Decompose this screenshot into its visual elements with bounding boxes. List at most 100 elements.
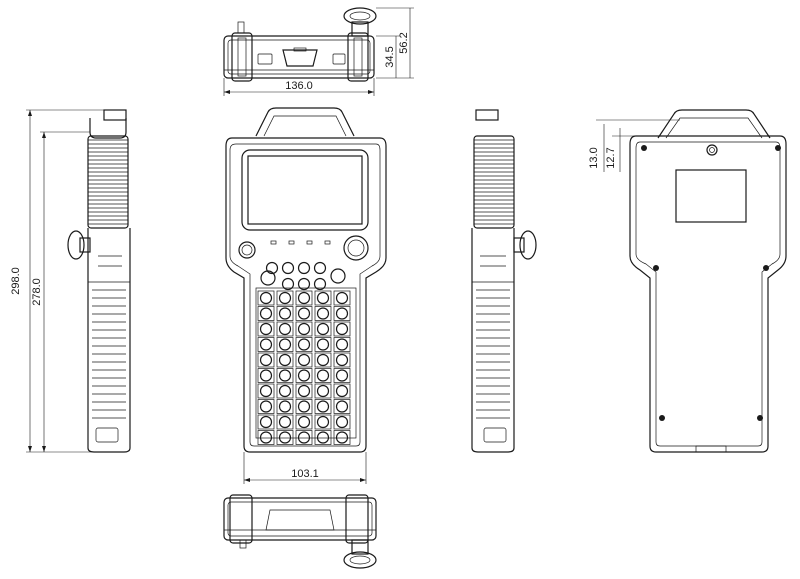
keypad-key-frame: [295, 337, 313, 352]
side-height-total-label: 298.0: [10, 267, 22, 295]
right-side-view: [471, 109, 537, 453]
keypad-key-frame: [295, 368, 313, 383]
keypad-key: [316, 431, 330, 444]
keypad-key: [335, 431, 349, 444]
keypad-key: [297, 431, 311, 444]
keypad-key: [297, 277, 311, 291]
keypad-key-frame: [314, 352, 332, 368]
front-width-label: 103.1: [291, 468, 319, 480]
keypad-key-frame: [295, 399, 313, 414]
keypad-key: [335, 322, 349, 336]
keypad-key-frame: [314, 321, 332, 337]
keypad-key: [278, 322, 292, 336]
side-height-body-label: 278.0: [31, 278, 43, 306]
keypad-key: [259, 431, 273, 444]
keypad-key: [316, 338, 330, 351]
keypad-key-frame: [314, 430, 332, 445]
left-side-view: [67, 109, 131, 453]
keypad-key: [265, 261, 279, 275]
keypad-key: [316, 415, 330, 429]
keypad-key-frame: [276, 321, 294, 337]
top-height-small-label: 34.5: [384, 46, 396, 67]
keypad-key: [259, 353, 273, 367]
keypad-key-frame: [333, 414, 351, 430]
back-view: [629, 109, 787, 453]
back-offset-outer-label: 13.0: [588, 147, 600, 168]
keypad-key: [335, 369, 349, 382]
keypad-key-frame: [276, 352, 294, 368]
keypad-key: [335, 384, 349, 398]
keypad-key: [335, 291, 349, 305]
keypad-key: [335, 415, 349, 429]
keypad-key-frame: [295, 414, 313, 430]
keypad-key-frame: [257, 352, 275, 368]
back-view-dimensions: 13.0 12.7: [588, 119, 680, 172]
keypad-key-frame: [333, 290, 351, 306]
keypad-key: [335, 307, 349, 320]
keypad-key: [281, 277, 295, 291]
led-row: [270, 240, 331, 245]
keypad-key: [297, 384, 311, 398]
keypad-key-frame: [257, 399, 275, 414]
keypad-key: [259, 322, 273, 336]
keypad-key-frame: [314, 399, 332, 414]
keypad-key: [297, 322, 311, 336]
keypad-key-frame: [295, 321, 313, 337]
keypad-key: [316, 400, 330, 413]
keypad-key: [313, 277, 327, 291]
keypad-key-frame: [295, 306, 313, 321]
keypad-key-frame: [314, 414, 332, 430]
keypad-key: [259, 369, 273, 382]
keypad-key-frame: [276, 306, 294, 321]
keypad-key: [316, 291, 330, 305]
keypad-key-frame: [295, 290, 313, 306]
left-view-dimensions: 298.0 278.0: [10, 109, 104, 453]
keypad-key-frame: [333, 337, 351, 352]
keypad-key: [259, 384, 273, 398]
keypad-key-frame: [314, 306, 332, 321]
keypad-key-frame: [276, 337, 294, 352]
back-offset-inner-label: 12.7: [605, 147, 617, 168]
keypad-key-frame: [333, 430, 351, 445]
keypad-key: [278, 307, 292, 320]
keypad-key-frame: [276, 414, 294, 430]
keypad-key-frame: [333, 399, 351, 414]
keypad-key-frame: [295, 430, 313, 445]
keypad-key-frame: [257, 368, 275, 383]
keypad-key: [278, 400, 292, 413]
top-width-label: 136.0: [285, 80, 313, 92]
keypad-key: [260, 270, 276, 286]
keypad-key: [297, 291, 311, 305]
keypad-key: [259, 307, 273, 320]
keypad-key: [335, 338, 349, 351]
keypad-key: [316, 307, 330, 320]
keypad-key: [259, 291, 273, 305]
keypad-key: [297, 353, 311, 367]
keypad-key-frame: [314, 290, 332, 306]
keypad-key-frame: [257, 306, 275, 321]
keypad-key-frame: [295, 383, 313, 399]
keypad-key: [297, 307, 311, 320]
keypad-key: [259, 400, 273, 413]
top-view: [223, 7, 377, 82]
keypad-key-frame: [333, 352, 351, 368]
keypad-key-frame: [276, 383, 294, 399]
front-view-dimensions: 103.1: [243, 452, 367, 484]
keypad-key-frame: [257, 337, 275, 352]
keypad-key: [259, 338, 273, 351]
keypad-key-frame: [257, 290, 275, 306]
keypad-key-frame: [314, 383, 332, 399]
keypad-key: [278, 384, 292, 398]
keypad-key-frame: [333, 306, 351, 321]
keypad-key-frame: [314, 368, 332, 383]
keypad-key: [278, 431, 292, 444]
keypad-key-frame: [257, 383, 275, 399]
keypad-key: [278, 291, 292, 305]
keypad-key: [316, 384, 330, 398]
keypad-key: [335, 400, 349, 413]
keypad-key: [278, 369, 292, 382]
keypad-key: [297, 400, 311, 413]
keypad-key: [313, 261, 327, 275]
keypad-key: [316, 322, 330, 336]
left-knob-icon: [238, 241, 256, 259]
